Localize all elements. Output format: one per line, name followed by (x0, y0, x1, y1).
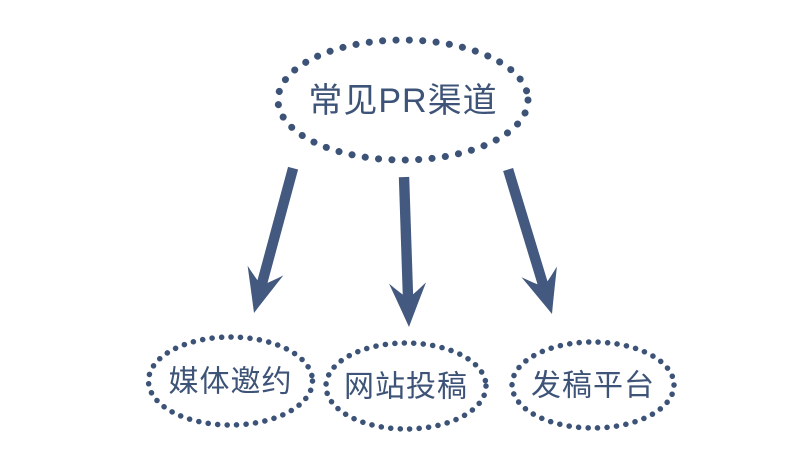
child-node-label-site-submission: 网站投稿 (344, 371, 468, 404)
root-node-label: 常见PR渠道 (308, 82, 497, 120)
arrow-to-publish-platform (503, 168, 557, 314)
arrow-shaft (503, 168, 549, 289)
child-node-label-publish-platform: 发稿平台 (531, 370, 655, 403)
child-node-ellipse-publish-platform (509, 339, 677, 431)
child-node-ellipse-media-invite (145, 334, 316, 428)
arrow-head (247, 265, 284, 313)
root-node-ellipse (274, 36, 532, 164)
child-node-label-media-invite: 媒体邀约 (169, 366, 293, 399)
child-node-ellipse-site-submission (323, 340, 489, 432)
arrow-to-media-invite (247, 166, 299, 313)
arrow-to-site-submission (389, 176, 427, 327)
arrow-head (521, 266, 557, 314)
arrow-shaft (398, 176, 414, 300)
arrow-shaft (256, 166, 299, 288)
arrow-head (389, 282, 427, 327)
